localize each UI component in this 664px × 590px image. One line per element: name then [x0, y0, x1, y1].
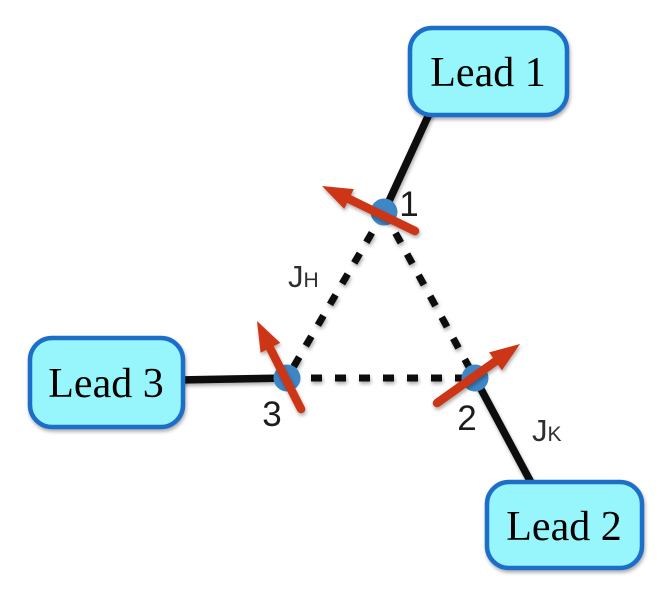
spin-arrow-site3-head [257, 321, 281, 353]
lead3-box [27, 335, 186, 430]
site-labels: 1 2 3 [262, 185, 476, 438]
wire-lead1-to-site1 [380, 108, 434, 216]
site1-label: 1 [399, 185, 418, 224]
lead3-node: Lead 3 [27, 335, 186, 430]
spin-arrow-site1-shaft [344, 194, 420, 236]
lead1-box [407, 25, 570, 118]
spin-arrow-site1 [322, 186, 420, 236]
site3-label: 3 [262, 395, 281, 434]
lead2-box [484, 479, 645, 571]
coupling-labels: JH JK [288, 259, 562, 448]
lead1-node: Lead 1 [407, 25, 570, 118]
spin-arrow-site2-head [489, 344, 520, 371]
site2-label: 2 [457, 399, 476, 438]
lead2-node: Lead 2 [484, 479, 645, 571]
kondo-subscript: K [548, 423, 562, 446]
spin-arrow-site3-shaft [265, 343, 306, 414]
spin-arrow-site2 [432, 344, 520, 408]
wire-lead2-to-site2 [471, 374, 538, 492]
kondo-symbol: J [532, 413, 548, 448]
heisenberg-symbol: J [288, 259, 304, 294]
lead2-label: Lead 2 [506, 504, 621, 550]
spin-arrow-site1-head [322, 186, 354, 209]
heisenberg-bonds [283, 210, 479, 382]
wire-lead3-to-site3 [174, 374, 291, 384]
kondo-coupling-label: JK [532, 413, 562, 448]
lead-wires [174, 108, 538, 492]
spin-arrow-site3 [257, 321, 306, 414]
spin-arrows [257, 186, 520, 414]
site-dots [273, 198, 489, 392]
bond-site1-site3 [283, 210, 388, 380]
heisenberg-coupling-label: JH [288, 259, 319, 294]
lead3-label: Lead 3 [48, 361, 163, 407]
bond-site1-site2 [380, 210, 479, 380]
lead1-label: Lead 1 [430, 50, 545, 96]
heisenberg-subscript: H [304, 269, 319, 292]
spin-arrow-site2-shaft [432, 356, 501, 408]
